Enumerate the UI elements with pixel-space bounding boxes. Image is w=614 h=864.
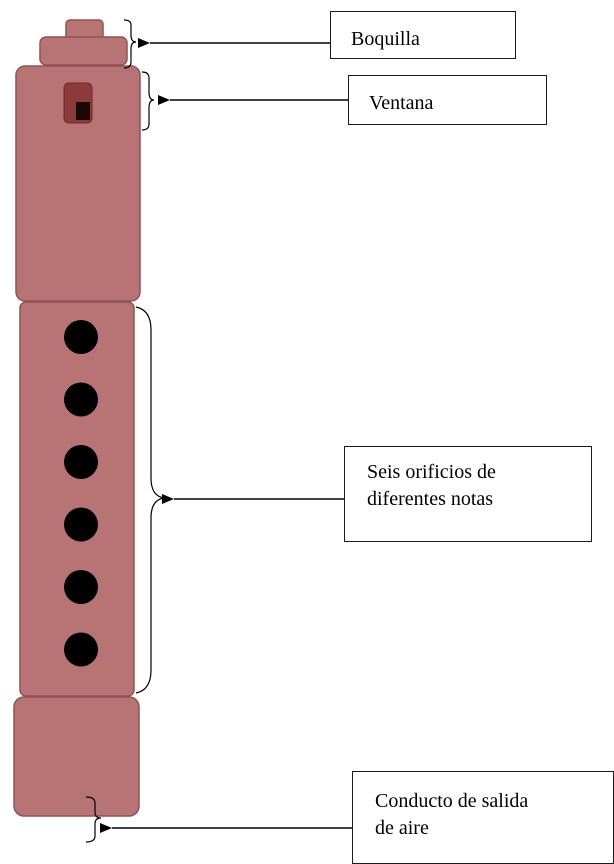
finger-hole-3	[64, 445, 98, 479]
label-orificios-line2: diferentes notas	[367, 488, 494, 510]
finger-hole-1	[64, 320, 98, 354]
brace-salida	[85, 796, 102, 843]
label-orificios: Seis orificios de diferentes notas	[344, 446, 592, 542]
label-salida-line2: de aire	[375, 817, 429, 839]
finger-holes	[64, 320, 98, 667]
brace-ventana	[141, 71, 155, 131]
label-boquilla-text: Boquilla	[351, 28, 420, 50]
brace-orificios	[135, 306, 165, 694]
window-labium	[76, 102, 90, 120]
body-joint	[19, 301, 135, 697]
head-joint	[15, 65, 141, 302]
mouthpiece-collar	[39, 36, 128, 66]
finger-hole-4	[64, 507, 98, 542]
label-boquilla: Boquilla	[330, 11, 516, 59]
label-ventana-text: Ventana	[369, 92, 434, 114]
label-ventana: Ventana	[348, 75, 547, 125]
finger-hole-6	[64, 632, 98, 667]
finger-hole-2	[64, 382, 98, 417]
finger-hole-5	[64, 570, 98, 604]
label-salida-line1: Conducto de salida	[375, 790, 529, 812]
brace-boquilla	[123, 19, 137, 69]
foot-joint	[13, 696, 140, 817]
label-salida: Conducto de salida de aire	[352, 771, 614, 864]
label-orificios-line1: Seis orificios de	[367, 461, 496, 483]
